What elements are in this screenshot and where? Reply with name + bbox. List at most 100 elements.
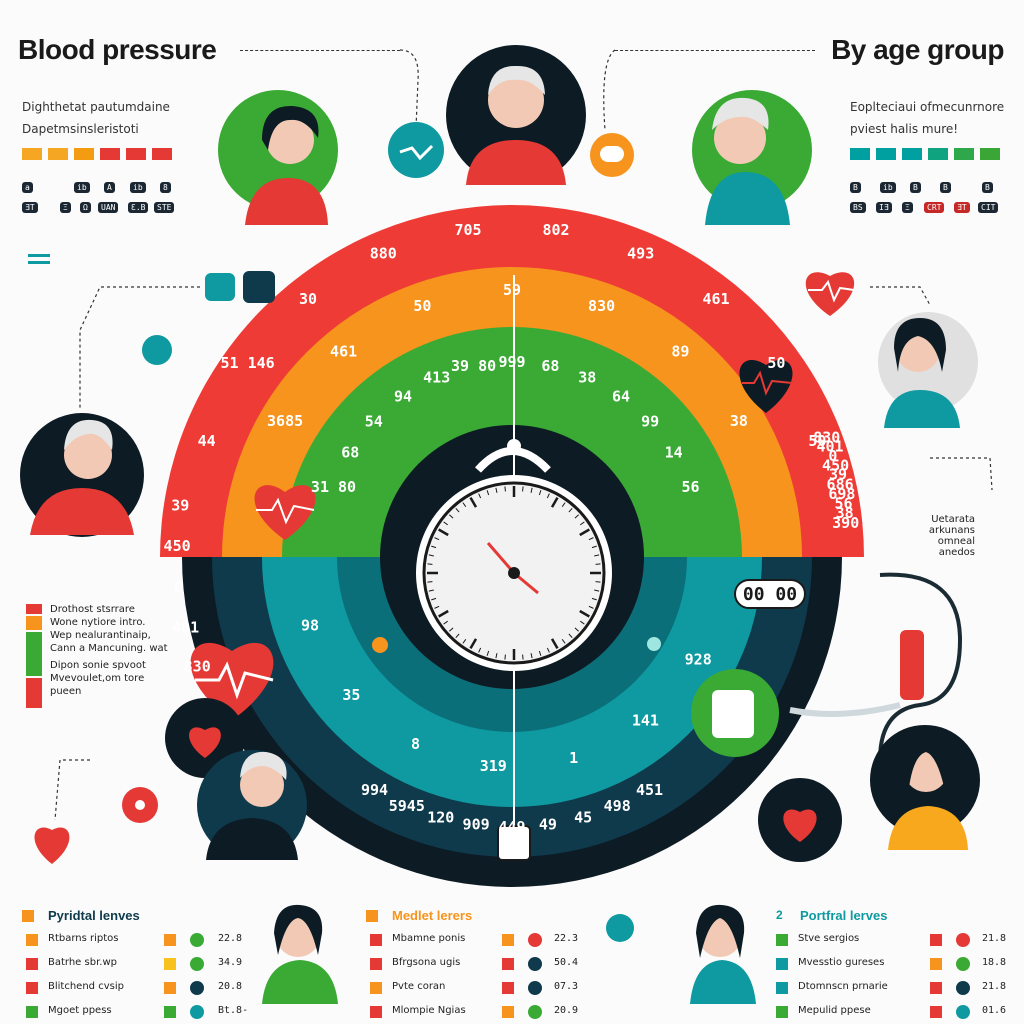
ring-label-red: 880 (370, 245, 397, 263)
legend-title: Portfral lerves (800, 908, 888, 923)
bottom-device-badge (606, 914, 634, 942)
gauge-tick (594, 554, 600, 557)
gauge-tick (462, 639, 467, 644)
gauge-tick (595, 581, 601, 583)
ring-label-red: 830 (184, 658, 211, 676)
bulb-icon (372, 637, 388, 653)
gauge-tick (495, 653, 498, 659)
avatar-bottom-legend-right (690, 904, 756, 1004)
ring-label-navy: 120 (427, 809, 454, 827)
ring-label-green: 94 (394, 387, 412, 405)
avatar-bottom-right (870, 725, 980, 850)
gauge-tick (478, 647, 482, 653)
ring-label-red: 50 (767, 354, 785, 372)
right-note-block: Uetarata arkunans omneal anedos (928, 514, 975, 558)
menu-lines-icon (28, 254, 50, 264)
connector-lines (54, 49, 993, 821)
ring-label-green: 64 (612, 387, 630, 405)
small-dot-teal (647, 637, 661, 651)
avatar-left-middle (20, 413, 144, 537)
ring-label-green: 413 (423, 369, 450, 387)
legend-group-2: Medlet lerers Mbamne ponis 22.3 Bfrgsona… (366, 906, 596, 1019)
header-dotted-line-right (615, 50, 815, 51)
gauge-tick (546, 647, 550, 653)
ring-label-orange: 89 (671, 342, 689, 360)
gauge-tick (438, 609, 449, 618)
ring-label-red: 56 (834, 494, 852, 512)
ring-label-teal: 141 (632, 712, 659, 730)
header-dotted-line-left (240, 50, 400, 51)
gauge-tick (431, 597, 437, 601)
ring-label-navy: 45 (574, 809, 592, 827)
ring-label-navy: 498 (604, 797, 631, 815)
gauge-tick (568, 633, 573, 638)
ring-label-teal: 35 (342, 686, 360, 704)
gauge-tick (462, 502, 467, 507)
ring-label-green: 56 (681, 478, 699, 496)
gauge-tick (455, 633, 460, 638)
gauge-tick (431, 545, 437, 549)
ring-label-teal: 928 (685, 651, 712, 669)
ring-label-teal: 1 (569, 749, 578, 767)
ring-label-red: 830 (813, 428, 840, 446)
gauge-tick (550, 497, 559, 508)
ring-label-navy: 994 (361, 781, 388, 799)
ring-label-red: 461 (702, 290, 729, 308)
gauge-tick (538, 490, 542, 496)
avatar-top-right (692, 90, 812, 225)
legend-title: Pyridtal lenves (48, 908, 140, 923)
gauge-tick (438, 528, 449, 537)
ring-label-green: 99 (641, 413, 659, 431)
left-pill-row: ƎT Ξ Ω UAN Ɛ.B STE (22, 202, 182, 218)
gauge-tick (580, 521, 585, 526)
left-icon-row: a ib A ib 8 (22, 182, 182, 198)
ring-label-green: 39 80 (451, 357, 496, 375)
ring-label-red: 30 (299, 290, 317, 308)
legend-title: Medlet lerers (392, 908, 473, 923)
ring-label-red: 450 (822, 456, 849, 474)
bottom-center-bar-icon (497, 825, 531, 861)
gauge-tick (594, 589, 600, 592)
pulse-badge-icon (388, 122, 444, 178)
gauge-tick (538, 650, 542, 656)
ring-label-green: 31 80 (311, 478, 356, 496)
heart-icon-badge-right (758, 778, 842, 862)
ring-label-red: 686 (827, 475, 854, 493)
ring-label-red: 39 (171, 496, 189, 514)
gauge-tick (504, 486, 506, 492)
ring-label-red: 50 (808, 432, 826, 450)
ring-label-teal: 319 (480, 757, 507, 775)
avatar-bottom-left (197, 750, 307, 860)
page-title-right: By age group (831, 34, 1004, 65)
gauge-tick (449, 627, 454, 632)
gauge-tick (550, 638, 559, 649)
left-info-line2: Dapetmsinsleristoti (22, 122, 139, 136)
gauge-tick (469, 497, 478, 508)
gauge-clock (416, 439, 612, 671)
chart-badge-icon (205, 271, 275, 303)
ring-label-navy: 449 (498, 818, 525, 836)
avatar-bottom-legend-left (262, 904, 338, 1004)
gauge-tick (591, 545, 597, 549)
ring-label-red: 401 (816, 438, 843, 456)
right-icon-row: B ib B B B (850, 182, 1010, 198)
pill-badge-icon (590, 133, 634, 177)
right-info-line1: Eoplteciaui ofmecunrnore (850, 100, 1005, 114)
gauge-tick (428, 589, 434, 592)
ring-label-red: 44 (198, 432, 216, 450)
gauge-tick (595, 563, 601, 565)
right-pill-row: BS IƎ Ξ CRT ƎT CIT (850, 202, 1020, 218)
monitor-device-icon (691, 669, 779, 757)
heart-icon-right-ring (739, 360, 793, 413)
avatar-top-center (446, 45, 586, 185)
right-info-line2: pviest halis mure! (850, 122, 959, 136)
gauge-tick (522, 654, 524, 660)
gauge-tick (427, 581, 433, 583)
gauge-tick (434, 537, 440, 541)
ring-label-green: 68 (341, 443, 359, 461)
ring-label-orange: 830 (588, 297, 615, 315)
gauge-tick (579, 609, 590, 618)
gauge-tick (486, 490, 490, 496)
heart-icon-top-right (805, 272, 855, 316)
